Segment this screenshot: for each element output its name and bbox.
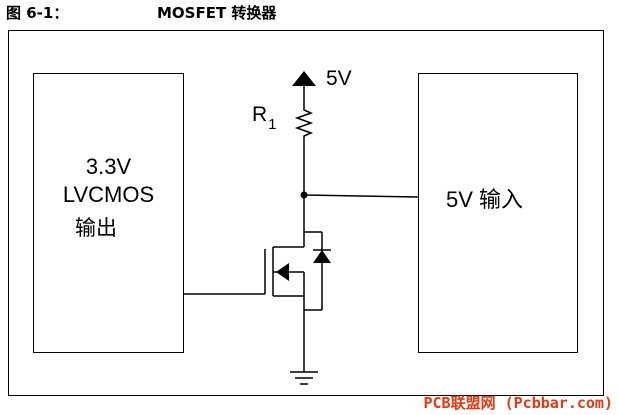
resistor-r1-symbol [294, 108, 314, 138]
supply-arrow-icon [292, 71, 316, 86]
body-diode-icon [313, 250, 331, 263]
figure-name: MOSFET 转换器 [157, 4, 277, 22]
junction-dot [300, 191, 308, 199]
5v-input-label: 5V 输入 [446, 187, 524, 212]
watermark: PCB联盟网 (Pcbbar.com) [423, 394, 614, 412]
resistor-designator: R [252, 103, 268, 126]
lvcmos-voltage-label: 3.3V [85, 154, 132, 179]
lvcmos-output-label: 输出 [75, 217, 117, 240]
lvcmos-type-label: LVCMOS [62, 182, 155, 207]
figure-frame [8, 30, 604, 396]
5v-input-block [418, 73, 578, 353]
supply-label: 5V [326, 67, 352, 90]
figure-number: 图 6-1： [6, 4, 69, 22]
resistor-label: R1 [252, 103, 277, 133]
figure-title: 图 6-1： MOSFET 转换器 [6, 2, 276, 23]
resistor-subscript: 1 [268, 116, 277, 133]
output-wire [303, 194, 419, 198]
lvcmos-output-block [33, 73, 184, 353]
mosfet-arrow-icon [276, 263, 289, 281]
